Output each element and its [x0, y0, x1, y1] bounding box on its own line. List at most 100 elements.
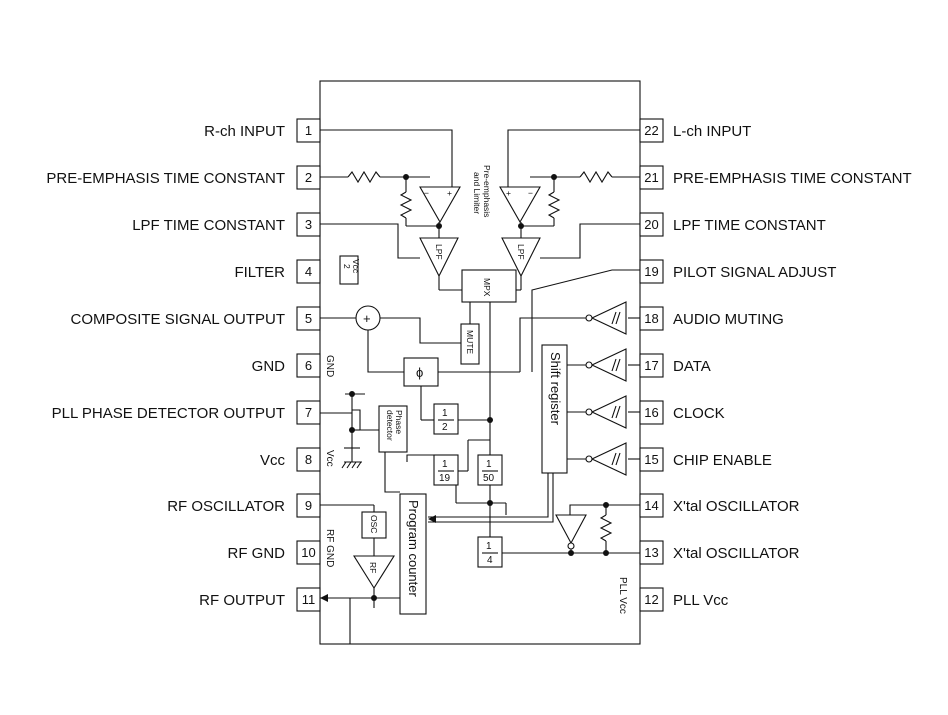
pin-12: 12 PLL Vcc: [639, 587, 729, 612]
pin-label: CHIP ENABLE: [673, 452, 772, 469]
phase-detector: Phase detector: [320, 391, 434, 493]
svg-text:Vcc: Vcc: [351, 259, 361, 274]
pll-vcc-label: PLL Vcc: [617, 577, 628, 614]
svg-text:+: +: [363, 311, 371, 326]
pin-7: 7 PLL PHASE DETECTOR OUTPUT: [52, 400, 321, 425]
mute-block: MUTE: [460, 302, 480, 365]
xtal-inverter: [555, 514, 587, 545]
pin-3: 3 LPF TIME CONSTANT: [132, 212, 321, 237]
svg-text:Program counter: Program counter: [406, 500, 421, 597]
left-audio-chain: + − LPF: [320, 129, 462, 291]
svg-text:12: 12: [644, 592, 658, 607]
pin-17: 17 DATA: [639, 353, 711, 378]
svg-text:4: 4: [305, 264, 312, 279]
pin-6: 6 GND: [252, 353, 321, 378]
svg-text:15: 15: [644, 452, 658, 467]
pin-11: 11 RF OUTPUT: [199, 587, 321, 612]
lpf-left: [419, 237, 459, 278]
svg-text:Shift register: Shift register: [548, 352, 563, 426]
pin-5: 5 COMPOSITE SIGNAL OUTPUT: [71, 306, 321, 331]
svg-text:6: 6: [305, 358, 312, 373]
divider-4: 1 4: [477, 536, 503, 568]
shift-register: Shift register: [428, 344, 568, 523]
svg-text:1: 1: [486, 541, 492, 552]
buffer-chip-enable: [590, 442, 627, 476]
svg-text:7: 7: [305, 405, 312, 420]
pin-label: RF GND: [228, 545, 286, 562]
mpx-block: MPX: [461, 269, 517, 303]
svg-text:1: 1: [486, 459, 492, 470]
pin-label: COMPOSITE SIGNAL OUTPUT: [71, 311, 285, 328]
svg-text:21: 21: [644, 170, 658, 185]
buffer-data: [590, 348, 627, 382]
svg-text:detector: detector: [385, 410, 395, 441]
svg-text:1: 1: [442, 408, 448, 419]
svg-text:1: 1: [442, 459, 448, 470]
rf-oscillator-block: OSC RF: [320, 504, 400, 644]
pin-21: 21 PRE-EMPHASIS TIME CONSTANT: [639, 165, 912, 190]
program-counter: Program counter: [399, 493, 427, 615]
pin-14: 14 X'tal OSCILLATOR: [639, 493, 800, 518]
right-audio-chain: + − LPF: [499, 129, 640, 291]
svg-text:5: 5: [305, 311, 312, 326]
pin-20: 20 LPF TIME CONSTANT: [639, 212, 826, 237]
pin-15: 15 CHIP ENABLE: [639, 447, 772, 472]
pin-1: 1 R-ch INPUT: [204, 118, 321, 143]
svg-text:2: 2: [305, 170, 312, 185]
svg-text:+: +: [447, 188, 452, 198]
svg-text:16: 16: [644, 405, 658, 420]
svg-text:−: −: [528, 188, 533, 198]
rf-buffer: [353, 555, 395, 590]
pin-label: L-ch INPUT: [673, 123, 751, 140]
pin-10: 10 RF GND: [228, 540, 321, 565]
pin-label: PRE-EMPHASIS TIME CONSTANT: [673, 170, 912, 187]
svg-text:18: 18: [644, 311, 658, 326]
svg-text:19: 19: [439, 473, 451, 484]
svg-text:RF: RF: [368, 562, 378, 573]
svg-text:9: 9: [305, 498, 312, 513]
gnd-label: GND: [324, 355, 335, 377]
vcc-half-block: Vcc 2: [339, 255, 361, 285]
svg-text:4: 4: [487, 555, 493, 566]
adder: +: [320, 305, 461, 373]
svg-text:3: 3: [305, 217, 312, 232]
pin-label: Vcc: [260, 452, 286, 469]
svg-text:8: 8: [305, 452, 312, 467]
svg-text:2: 2: [342, 264, 352, 269]
pin-16: 16 CLOCK: [639, 400, 725, 425]
preemphasis-label: Pre-emphasis: [482, 165, 492, 217]
pin-13: 13 X'tal OSCILLATOR: [639, 540, 800, 565]
buffer-clock: [590, 395, 627, 429]
pin-9: 9 RF OSCILLATOR: [167, 493, 321, 518]
vcc-label: Vcc: [324, 450, 335, 467]
svg-text:1: 1: [305, 123, 312, 138]
svg-text:LPF: LPF: [434, 244, 444, 260]
preemphasis-amp-left: [419, 186, 461, 224]
pin-label: DATA: [673, 358, 711, 375]
pin-4: 4 FILTER: [234, 259, 321, 284]
svg-text:ϕ: ϕ: [416, 365, 423, 380]
pin-label: PILOT SIGNAL ADJUST: [673, 264, 836, 281]
limiter-label: and Limiter: [472, 172, 482, 214]
pin-18: 18 AUDIO MUTING: [639, 306, 784, 331]
divider-2: 1 2: [433, 403, 493, 435]
preemphasis-amp-right: [499, 186, 541, 224]
svg-text:22: 22: [644, 123, 658, 138]
divider-19: 1 19: [433, 454, 468, 486]
svg-text:+: +: [506, 188, 511, 198]
pin-label: CLOCK: [673, 405, 725, 422]
pin-2: 2 PRE-EMPHASIS TIME CONSTANT: [46, 165, 321, 190]
svg-text:2: 2: [442, 422, 448, 433]
svg-text:Phase: Phase: [394, 410, 404, 434]
svg-text:OSC: OSC: [369, 515, 379, 533]
svg-text:14: 14: [644, 498, 658, 513]
pin-label: X'tal OSCILLATOR: [673, 498, 800, 515]
pin-label: FILTER: [234, 264, 285, 281]
right-pins: 22 L-ch INPUT 21 PRE-EMPHASIS TIME CONST…: [639, 118, 912, 612]
pin-label: RF OSCILLATOR: [167, 498, 285, 515]
pin-22: 22 L-ch INPUT: [639, 118, 751, 143]
svg-text:20: 20: [644, 217, 658, 232]
pin-label: RF OUTPUT: [199, 592, 285, 609]
pin-19: 19 PILOT SIGNAL ADJUST: [639, 259, 836, 284]
